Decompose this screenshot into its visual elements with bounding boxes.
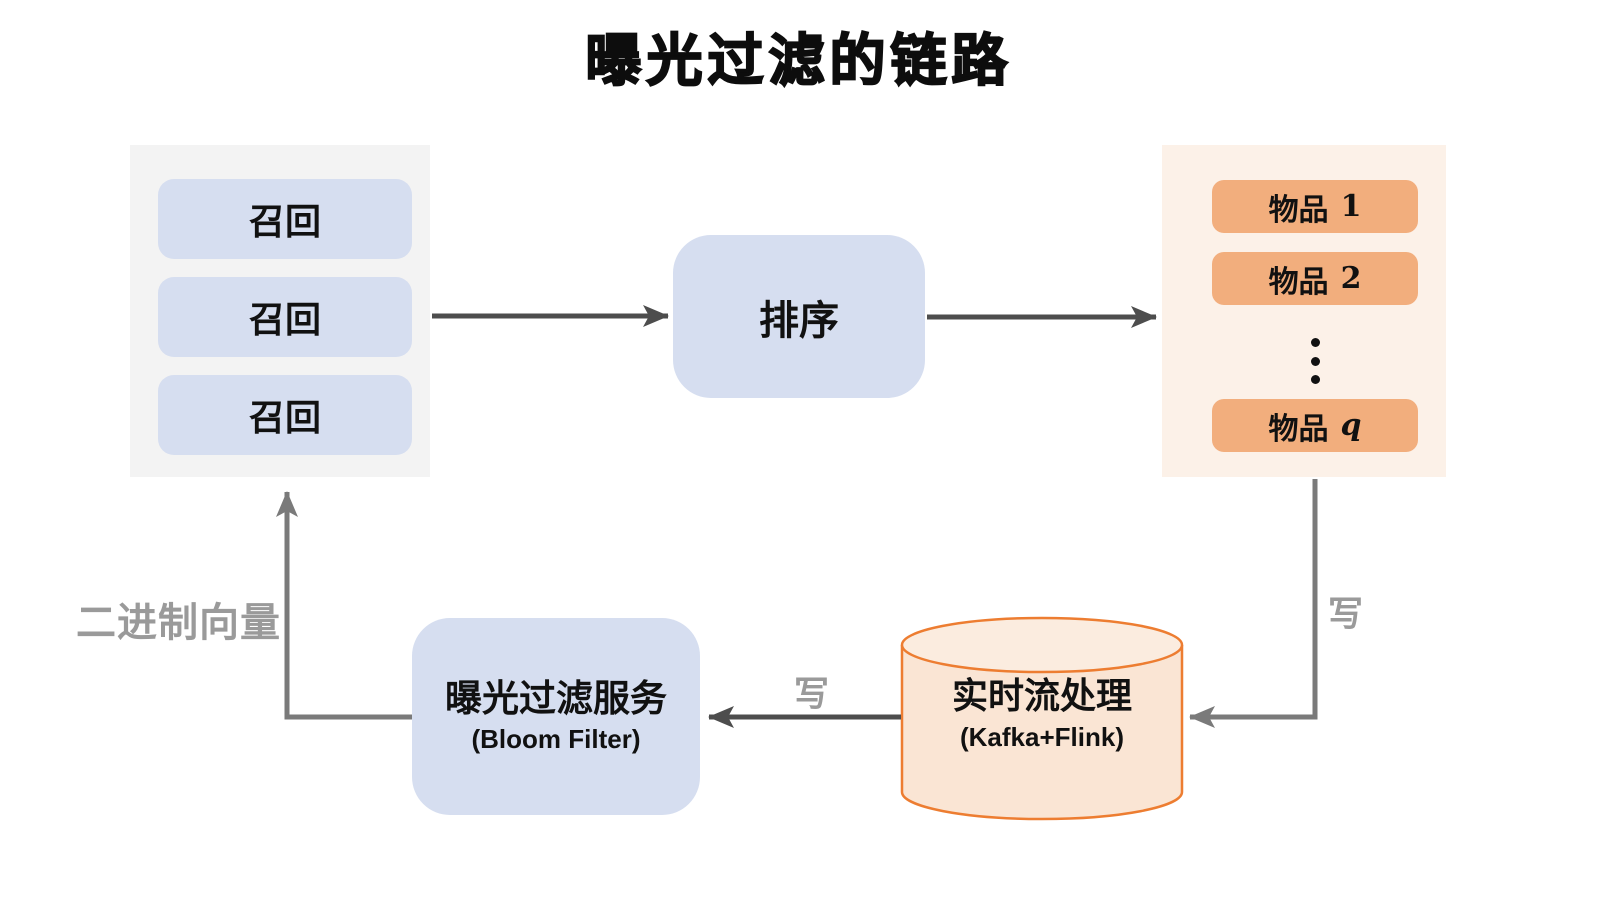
recall-box-2-label: 召回 <box>248 299 321 340</box>
rank-node-label: 排序 <box>759 298 839 343</box>
item-box-q-number: q <box>1340 408 1362 443</box>
exposure-filter-label: 曝光过滤服务 <box>445 677 667 719</box>
stream-db-text: 实时流处理 (Kafka+Flink) <box>898 676 1186 753</box>
rank-node: 排序 <box>673 235 925 398</box>
item-box-1: 物品 1 <box>1212 180 1418 233</box>
recall-box-1: 召回 <box>158 179 412 259</box>
edge-filter-to-recall <box>276 491 412 720</box>
binary-vector-label: 二进制向量 <box>76 601 281 645</box>
item-box-1-number: 1 <box>1340 189 1362 224</box>
recall-box-3-label: 召回 <box>248 397 321 438</box>
stream-db-cylinder <box>900 616 1184 821</box>
vertical-ellipsis-icon <box>1311 338 1321 384</box>
item-box-q: 物品 q <box>1212 399 1418 452</box>
recall-box-3: 召回 <box>158 375 412 455</box>
item-box-q-label: 物品 <box>1268 412 1329 446</box>
item-box-2-number: 2 <box>1340 261 1362 296</box>
stream-db-sublabel: (Kafka+Flink) <box>960 721 1124 752</box>
item-box-2: 物品 2 <box>1212 252 1418 305</box>
item-box-1-label: 物品 <box>1268 193 1329 227</box>
exposure-filter-node: 曝光过滤服务 (Bloom Filter) <box>412 618 700 815</box>
recall-box-1-label: 召回 <box>248 201 321 242</box>
recall-box-2: 召回 <box>158 277 412 357</box>
write-label-items-to-stream: 写 <box>1328 595 1364 634</box>
write-label-stream-to-filter: 写 <box>794 675 830 714</box>
stream-db-label: 实时流处理 <box>951 675 1132 716</box>
exposure-filter-sublabel: (Bloom Filter) <box>471 724 641 755</box>
item-box-2-label: 物品 <box>1268 265 1329 299</box>
edge-items-to-stream <box>1189 479 1318 728</box>
diagram-title: 曝光过滤的链路 <box>585 28 1013 93</box>
